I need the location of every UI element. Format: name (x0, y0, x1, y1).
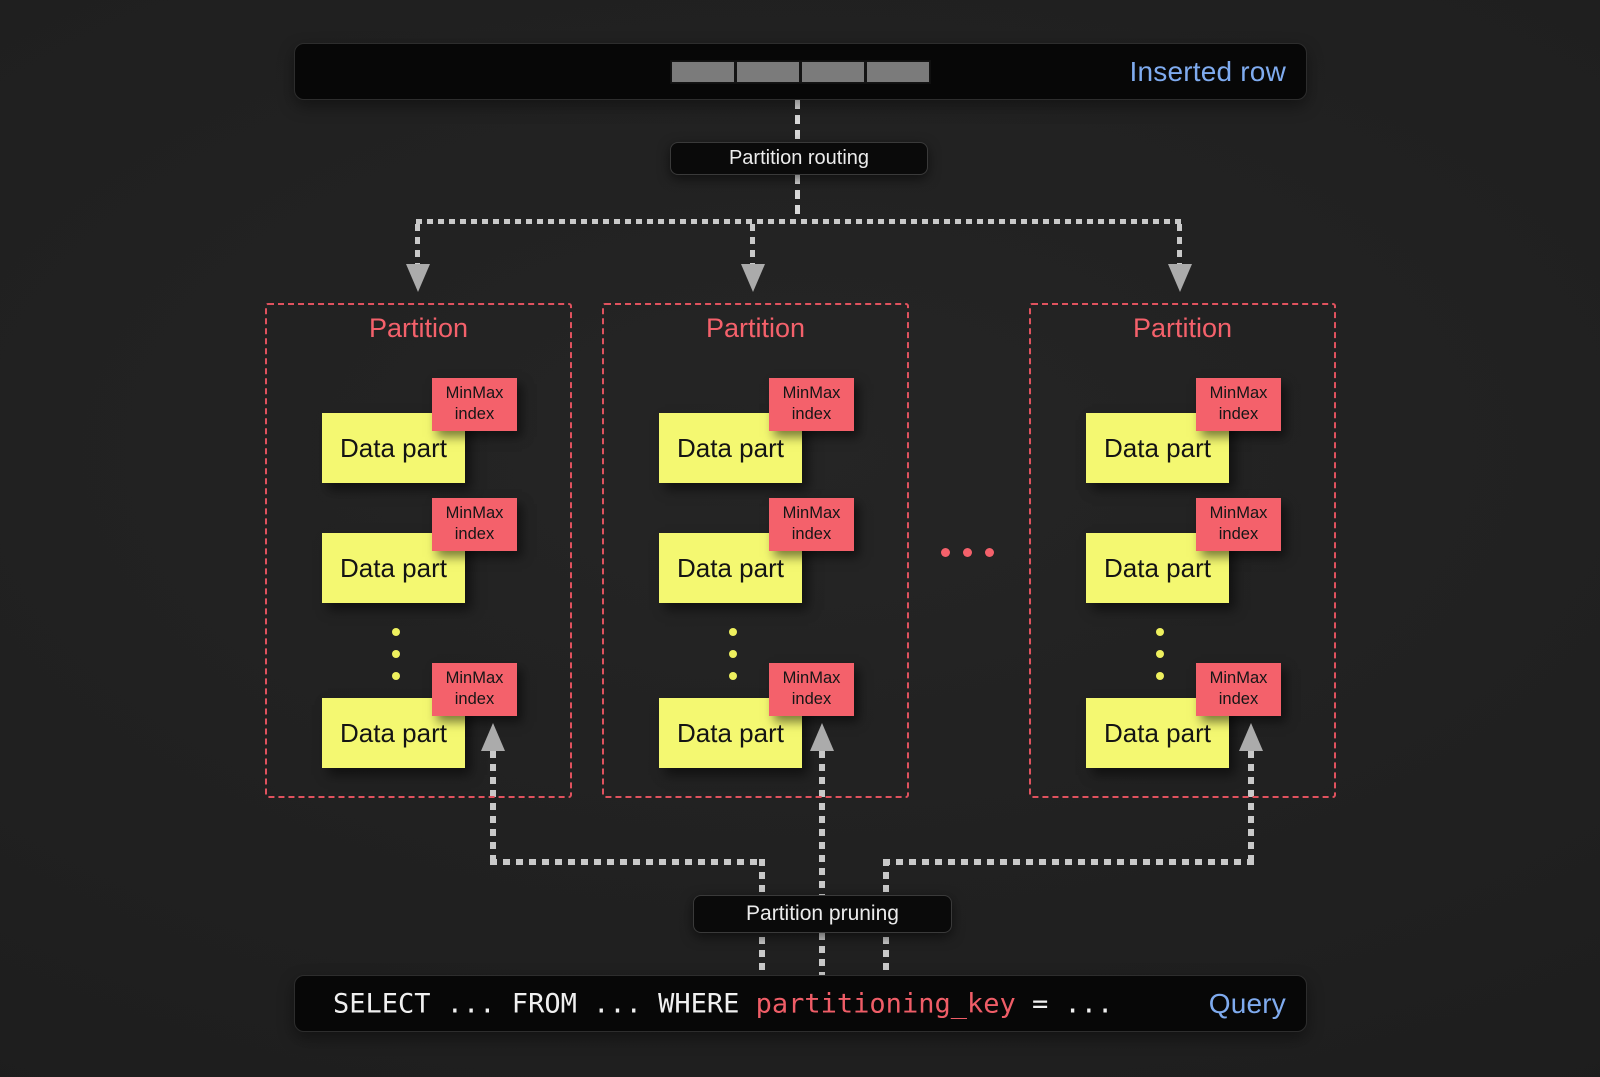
partition-title: Partition (705, 313, 806, 343)
data-part-box: Data part (322, 698, 465, 768)
arrowhead-down-icon (741, 264, 765, 292)
pruning-line-right-rise (1248, 751, 1254, 862)
partition-title: Partition (1132, 313, 1233, 343)
partition-box-3: Partition Data part MinMax index Data pa… (1029, 303, 1336, 798)
horizontal-ellipsis (941, 548, 994, 557)
vertical-ellipsis (729, 628, 737, 680)
sql-prefix: SELECT ... FROM ... WHERE (333, 988, 756, 1019)
query-bar: SELECT ... FROM ... WHERE partitioning_k… (294, 975, 1307, 1032)
partition-box-2: Partition Data part MinMax index Data pa… (602, 303, 909, 798)
pruning-line-right-run (883, 859, 1254, 865)
query-label: Query (1208, 987, 1286, 1019)
minmax-index-tag: MinMax index (769, 498, 854, 551)
arrowhead-up-icon (1239, 723, 1263, 751)
branch-drop-left (415, 224, 420, 264)
minmax-index-tag: MinMax index (769, 378, 854, 431)
arrowhead-down-icon (1168, 264, 1192, 292)
branch-line (416, 219, 1182, 224)
partition-box-1: Partition Data part MinMax index Data pa… (265, 303, 572, 798)
pruning-line-middle (819, 751, 825, 975)
row-cell (737, 62, 799, 82)
pruning-line-left-rise (490, 751, 496, 862)
partition-routing-pill: Partition routing (670, 142, 928, 175)
sql-partitioning-key: partitioning_key (755, 988, 1016, 1019)
pruning-line-left-run (490, 859, 765, 865)
branch-drop-right (1177, 224, 1182, 264)
row-cell (672, 62, 734, 82)
arrowhead-down-icon (406, 264, 430, 292)
arrowhead-up-icon (810, 723, 834, 751)
minmax-index-tag: MinMax index (1196, 378, 1281, 431)
vertical-ellipsis (1156, 628, 1164, 680)
minmax-index-tag: MinMax index (769, 663, 854, 716)
inserted-row-label: Inserted row (1129, 55, 1286, 87)
partition-pruning-pill: Partition pruning (693, 895, 952, 933)
row-cell (802, 62, 864, 82)
minmax-index-tag: MinMax index (1196, 663, 1281, 716)
vertical-ellipsis (392, 628, 400, 680)
minmax-index-tag: MinMax index (432, 663, 517, 716)
minmax-index-tag: MinMax index (1196, 498, 1281, 551)
branch-drop-middle (750, 224, 755, 264)
minmax-index-tag: MinMax index (432, 378, 517, 431)
partition-title: Partition (368, 313, 469, 343)
row-cell (867, 62, 929, 82)
data-part-box: Data part (1086, 413, 1229, 483)
sql-suffix: = ... (1015, 988, 1114, 1019)
arrowhead-up-icon (481, 723, 505, 751)
sql-text: SELECT ... FROM ... WHERE partitioning_k… (333, 988, 1113, 1019)
minmax-index-tag: MinMax index (432, 498, 517, 551)
row-segments (670, 60, 931, 84)
inserted-row-bar: Inserted row (294, 43, 1307, 100)
